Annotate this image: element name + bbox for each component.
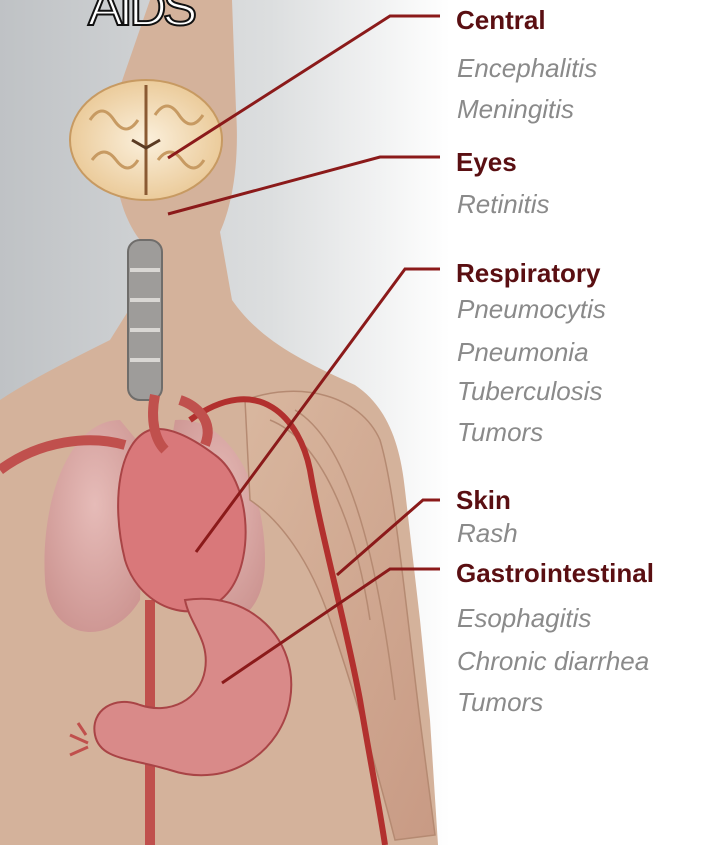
category-gastrointestinal: Gastrointestinal: [456, 560, 654, 586]
symptom-tuberculosis: Tuberculosis: [457, 378, 602, 404]
symptom-retinitis: Retinitis: [457, 191, 549, 217]
symptom-encephalitis: Encephalitis: [457, 55, 597, 81]
symptom-pneumocytis: Pneumocytis: [457, 296, 606, 322]
symptom-esophagitis: Esophagitis: [457, 605, 591, 631]
diagram-title: AIDS: [88, 0, 193, 34]
category-eyes: Eyes: [456, 149, 517, 175]
symptom-pneumonia: Pneumonia: [457, 339, 589, 365]
symptom-tumors-respiratory: Tumors: [457, 419, 543, 445]
symptom-rash: Rash: [457, 520, 518, 546]
symptom-tumors-gastrointestinal: Tumors: [457, 689, 543, 715]
symptom-chronic-diarrhea: Chronic diarrhea: [457, 648, 649, 674]
symptom-meningitis: Meningitis: [457, 96, 574, 122]
trachea-icon: [128, 240, 162, 400]
brain-icon: [70, 80, 222, 200]
category-central: Central: [456, 7, 546, 33]
category-skin: Skin: [456, 487, 511, 513]
category-respiratory: Respiratory: [456, 260, 601, 286]
